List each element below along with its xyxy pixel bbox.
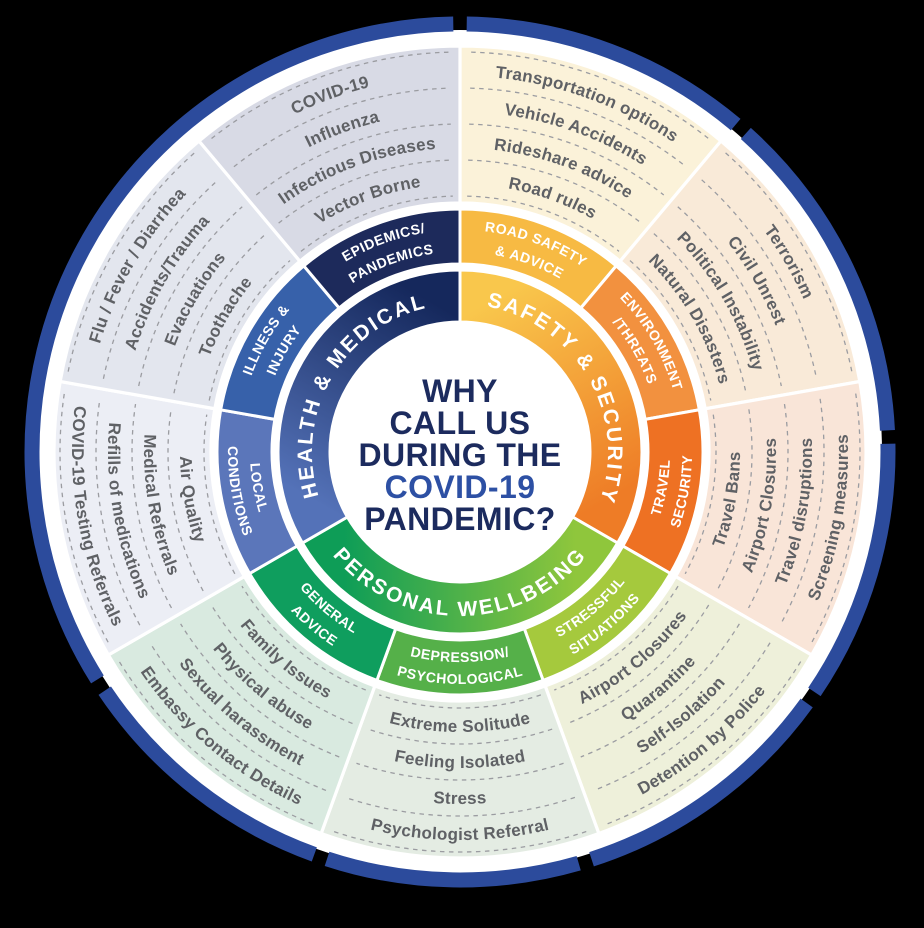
dashed-separator <box>67 152 195 372</box>
dashed-separator <box>684 414 717 575</box>
dashed-separator <box>149 642 327 792</box>
center-title-line-4: COVID-19 <box>385 469 536 505</box>
center-title-line-3: DURING THE <box>358 437 561 473</box>
sector-safety-security <box>458 268 644 546</box>
outer-border-ring-segment <box>466 16 741 131</box>
outer-border-ring-segment <box>324 851 581 888</box>
subsector-epidemics-pandemics <box>301 207 462 311</box>
dashed-separator <box>241 585 366 691</box>
dashed-separator <box>333 830 587 853</box>
center-title-line-5: PANDEMIC? <box>364 501 555 537</box>
dashed-separator <box>653 233 747 394</box>
dashed-separator <box>716 409 753 592</box>
dashed-separator <box>233 87 450 168</box>
dashed-separator <box>567 604 710 725</box>
dashed-separator <box>629 260 712 401</box>
dashed-separator <box>210 604 353 725</box>
subsector-label-depression-psychological: DEPRESSION/ <box>409 643 511 665</box>
dashed-separator <box>367 728 553 745</box>
sector-personal-wellbeing <box>300 514 620 636</box>
dashed-separator <box>701 179 818 379</box>
dashed-separator <box>470 87 687 168</box>
dashed-separator <box>378 694 542 709</box>
dashed-separator <box>102 179 219 379</box>
center-title-line-1: WHY <box>422 373 498 409</box>
segment-epidemics-pandemics <box>196 44 462 264</box>
dashed-separator <box>554 585 679 691</box>
dashed-separator <box>59 393 109 643</box>
dashed-separator <box>118 661 313 825</box>
dashed-separator <box>471 51 709 140</box>
dashed-separator <box>467 195 620 252</box>
item-label-stress: Stress <box>433 788 487 808</box>
outer-border-ring-segment <box>740 127 895 431</box>
sector-health-medical <box>276 268 462 546</box>
dashed-separator <box>468 159 642 224</box>
dashed-separator <box>344 796 576 817</box>
outer-border-ring-segment <box>24 16 454 684</box>
center-title-line-2: CALL US <box>390 405 531 441</box>
dashed-separator <box>208 260 291 401</box>
dashed-separator <box>211 51 449 140</box>
dashed-separator <box>593 642 771 792</box>
outer-border-ring-segment <box>808 443 896 697</box>
outer-border-ring-segment <box>98 686 317 862</box>
dashed-separator <box>203 414 236 575</box>
dashed-separator <box>95 398 141 626</box>
dashed-separator <box>278 159 452 224</box>
dashed-separator <box>725 152 853 372</box>
dashed-separator <box>607 661 802 825</box>
dashed-separator <box>779 398 825 626</box>
dashed-separator <box>173 233 267 394</box>
outer-border-ring-segment <box>589 698 813 867</box>
dashed-separator <box>167 409 204 592</box>
dashed-separator <box>300 195 453 252</box>
dashed-separator <box>811 393 861 643</box>
